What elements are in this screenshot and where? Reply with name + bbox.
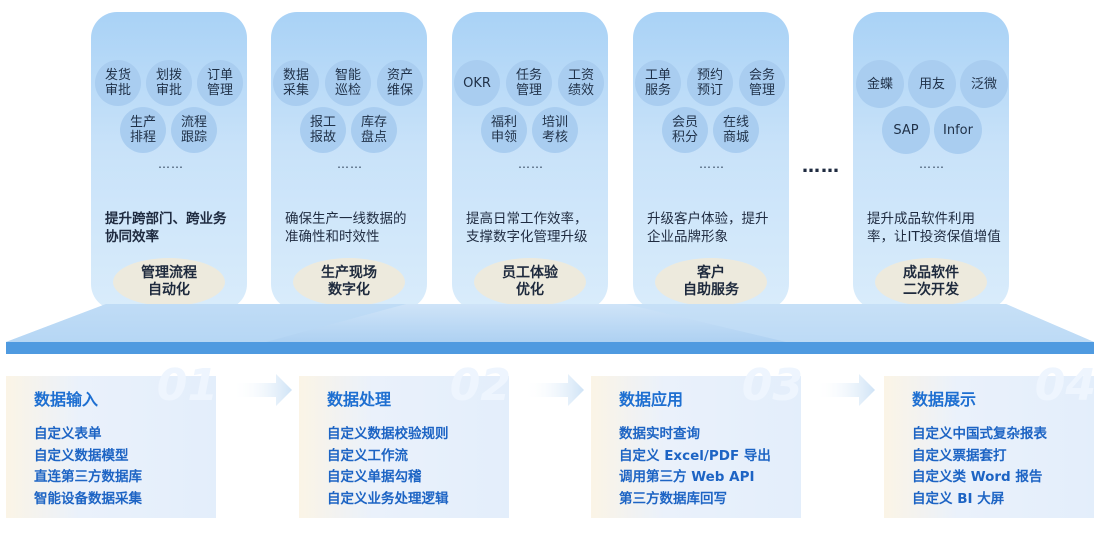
card-category: 客户 自助服务 bbox=[655, 258, 767, 306]
card-description: 确保生产一线数据的准确性和时效性 bbox=[285, 211, 407, 245]
bubble: OKR bbox=[454, 60, 500, 106]
scenario-card-2: 数据 采集 智能 巡检 资产 维保 报工 报故 库存 盘点 …… 确保生产一线数… bbox=[271, 12, 427, 310]
step-item: 自定义数据校验规则 bbox=[327, 426, 449, 442]
step-item: 智能设备数据采集 bbox=[34, 490, 142, 507]
step-item: 自定义 BI 大屏 bbox=[912, 490, 1005, 507]
step-data-input: 01 数据输入 自定义表单 自定义数据模型 直连第三方数据库 智能设备数据采集 bbox=[6, 360, 218, 518]
bubble: 订单 管理 bbox=[197, 60, 243, 106]
scenario-card-5: 金蝶 用友 泛微 SAP Infor …… 提升成品软件利用率，让IT投资保值增… bbox=[853, 12, 1009, 310]
step-data-processing: 02 数据处理 自定义数据校验规则 自定义工作流 自定义单据勾稽 自定义业务处理… bbox=[299, 360, 511, 518]
bubble: 资产 维保 bbox=[377, 60, 423, 106]
step-item: 自定义 Excel/PDF 导出 bbox=[619, 447, 771, 464]
step-item: 自定义票据套打 bbox=[912, 447, 1007, 464]
bubble: 用友 bbox=[908, 60, 956, 108]
card-description: 升级客户体验，提升企业品牌形象 bbox=[647, 211, 769, 245]
flow-arrow-icon bbox=[815, 374, 875, 406]
step-item: 第三方数据库回写 bbox=[619, 490, 727, 507]
step-item: 数据实时查询 bbox=[619, 426, 700, 442]
step-number: 01 bbox=[156, 360, 218, 411]
step-item: 直连第三方数据库 bbox=[34, 469, 142, 485]
flow-arrow-icon bbox=[232, 374, 292, 406]
bubble: 报工 报故 bbox=[300, 107, 346, 153]
scenario-card-1: 发货 审批 划拨 审批 订单 管理 生产 排程 流程 跟踪 …… 提升跨部门、跨… bbox=[91, 12, 247, 310]
bubble: 发货 审批 bbox=[95, 60, 141, 106]
step-data-display: 04 数据展示 自定义中国式复杂报表 自定义票据套打 自定义类 Word 报告 … bbox=[884, 360, 1096, 518]
bubble: 生产 排程 bbox=[120, 107, 166, 153]
step-number: 04 bbox=[1034, 360, 1096, 411]
scenario-card-3: OKR 任务 管理 工资 绩效 福利 申领 培训 考核 …… 提高日常工作效率，… bbox=[452, 12, 608, 310]
step-data-application: 03 数据应用 数据实时查询 自定义 Excel/PDF 导出 调用第三方 We… bbox=[591, 360, 803, 518]
card-category: 员工体验 优化 bbox=[474, 258, 586, 306]
bubble: 预约 预订 bbox=[687, 60, 733, 106]
card-category: 生产现场 数字化 bbox=[293, 258, 405, 306]
platform-surface bbox=[6, 304, 1094, 342]
flow-arrow-icon bbox=[524, 374, 584, 406]
bubble: SAP bbox=[882, 106, 930, 154]
card-description: 提升跨部门、跨业务协同效率 bbox=[105, 211, 227, 245]
step-item: 自定义类 Word 报告 bbox=[912, 469, 1043, 485]
more-dots: …… bbox=[518, 157, 544, 171]
step-item: 调用第三方 Web API bbox=[619, 469, 755, 485]
bubble: 任务 管理 bbox=[506, 60, 552, 106]
scenario-card-4: 工单 服务 预约 预订 会务 管理 会员 积分 在线 商城 …… 升级客户体验，… bbox=[633, 12, 789, 310]
step-item: 自定义单据勾稽 bbox=[327, 469, 422, 485]
card-category: 管理流程 自动化 bbox=[113, 258, 225, 306]
step-item: 自定义中国式复杂报表 bbox=[912, 426, 1047, 442]
card-description: 提高日常工作效率，支撑数字化管理升级 bbox=[466, 211, 588, 245]
more-scenarios-dots: …… bbox=[802, 156, 840, 177]
step-item: 自定义工作流 bbox=[327, 447, 408, 464]
step-item: 自定义表单 bbox=[34, 426, 102, 442]
bubble: 金蝶 bbox=[856, 60, 904, 108]
card-category: 成品软件 二次开发 bbox=[875, 258, 987, 306]
step-item: 自定义数据模型 bbox=[34, 447, 129, 464]
step-number: 03 bbox=[741, 360, 803, 411]
step-title: 数据应用 bbox=[619, 390, 684, 409]
more-dots: …… bbox=[699, 157, 725, 171]
bubble: 福利 申领 bbox=[481, 107, 527, 153]
bubble: 泛微 bbox=[960, 60, 1008, 108]
bubble: 划拨 审批 bbox=[146, 60, 192, 106]
more-dots: …… bbox=[919, 157, 945, 171]
bubble: 会务 管理 bbox=[739, 60, 785, 106]
more-dots: …… bbox=[158, 157, 184, 171]
bubble: 库存 盘点 bbox=[351, 107, 397, 153]
card-description: 提升成品软件利用率，让IT投资保值增值 bbox=[867, 211, 1001, 245]
bubble: 智能 巡检 bbox=[325, 60, 371, 106]
more-dots: …… bbox=[337, 157, 363, 171]
step-title: 数据处理 bbox=[327, 390, 392, 409]
bubble: Infor bbox=[934, 106, 982, 154]
step-title: 数据展示 bbox=[912, 390, 977, 409]
platform-bar bbox=[6, 342, 1094, 354]
step-item: 自定义业务处理逻辑 bbox=[327, 490, 449, 507]
bubble: 工单 服务 bbox=[635, 60, 681, 106]
bubble: 在线 商城 bbox=[713, 107, 759, 153]
bubble: 会员 积分 bbox=[662, 107, 708, 153]
bubble: 工资 绩效 bbox=[558, 60, 604, 106]
bubble: 培训 考核 bbox=[532, 107, 578, 153]
step-number: 02 bbox=[449, 360, 511, 411]
bubble: 数据 采集 bbox=[273, 60, 319, 106]
bubble: 流程 跟踪 bbox=[171, 107, 217, 153]
step-title: 数据输入 bbox=[34, 390, 99, 409]
